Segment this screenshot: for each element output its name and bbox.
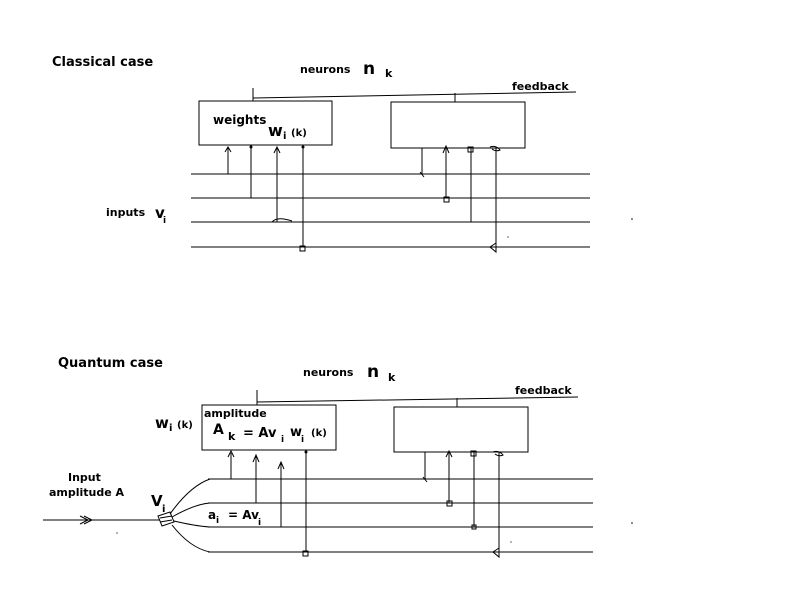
classical-v-symbol: v xyxy=(155,204,165,222)
classical-v-i-subscript: i xyxy=(163,216,166,226)
quantum-stray-dot-2 xyxy=(510,541,512,543)
quantum-weight-arrow-2 xyxy=(252,453,260,463)
quantum-splitter xyxy=(157,511,175,527)
classical-weight-dot-2 xyxy=(249,145,253,149)
quantum-section: Quantum case neurons n k feedback w i (k… xyxy=(43,356,633,559)
quantum-title: Quantum case xyxy=(58,356,163,371)
classical-neuron-connectors xyxy=(419,144,501,254)
quantum-neurons-label: neurons xyxy=(303,366,354,379)
quantum-eq-mid: = Av xyxy=(243,426,277,441)
classical-weight-arrow-3 xyxy=(273,145,281,154)
quantum-amplitude-label: amplitude xyxy=(204,407,267,420)
quantum-eq-i1: i xyxy=(281,435,284,445)
quantum-neuron-end-3 xyxy=(471,524,477,530)
classical-weight-square-4 xyxy=(299,245,306,252)
quantum-input-arrowhead xyxy=(79,515,90,525)
quantum-neuron-connectors xyxy=(422,449,504,559)
quantum-neuron-box xyxy=(393,406,529,453)
quantum-v-symbol: V xyxy=(151,492,163,510)
quantum-feedback-label: feedback xyxy=(515,384,572,397)
classical-w-k: (k) xyxy=(291,128,307,139)
classical-neurons-label: neurons xyxy=(300,63,351,76)
quantum-neuron-arrow-2 xyxy=(445,449,453,458)
quantum-fan-3 xyxy=(173,520,211,528)
quantum-w-symbol: w xyxy=(155,414,169,432)
classical-stray-dot xyxy=(631,218,633,220)
quantum-neuron-mark-1 xyxy=(422,476,428,483)
classical-weight-connectors xyxy=(224,145,306,252)
classical-w-i-subscript: i xyxy=(283,131,286,142)
quantum-neuron-curl-4 xyxy=(492,450,504,457)
classical-inputs-label: inputs xyxy=(106,206,146,219)
quantum-neuron-arrowhead-4 xyxy=(492,547,500,559)
classical-k-subscript: k xyxy=(385,67,393,80)
classical-neuron-square-3 xyxy=(467,146,474,153)
classical-weights-box xyxy=(198,100,333,146)
quantum-fan-4 xyxy=(171,524,211,553)
quantum-eq-i2: i xyxy=(301,435,304,445)
classical-stray-dot-2 xyxy=(507,236,509,238)
classical-neuron-square-2 xyxy=(443,196,450,203)
classical-weight-dot-4 xyxy=(301,145,305,149)
quantum-stray-dot xyxy=(631,522,633,524)
classical-section: Classical case neurons n k feedback weig… xyxy=(52,55,633,254)
quantum-w-k: (k) xyxy=(177,420,193,431)
quantum-eq-kparen: (k) xyxy=(311,428,327,439)
quantum-eq-w: w xyxy=(290,425,302,440)
classical-weights-label: weights xyxy=(213,113,266,127)
classical-neuron-arrow-2 xyxy=(442,144,450,154)
quantum-neuron-square-2 xyxy=(446,500,453,507)
quantum-ai-i2: i xyxy=(258,518,261,528)
quantum-eq-k: k xyxy=(228,430,236,443)
quantum-n-symbol: n xyxy=(367,362,379,382)
quantum-weight-dot-4 xyxy=(304,450,308,454)
quantum-amplitude-box xyxy=(201,404,337,451)
quantum-k-subscript: k xyxy=(388,371,396,384)
quantum-ai-a: a xyxy=(208,508,216,522)
classical-n-symbol: n xyxy=(363,59,375,79)
classical-weight-arrow-1 xyxy=(224,146,232,153)
classical-feedback-line xyxy=(252,91,577,99)
quantum-weight-square-4 xyxy=(302,550,309,557)
quantum-input-arrowhead-2 xyxy=(83,515,94,525)
classical-feedback-label: feedback xyxy=(512,80,569,93)
quantum-ai-i: i xyxy=(216,516,219,526)
quantum-weight-arrow-1 xyxy=(227,449,235,458)
classical-neuron-box xyxy=(390,101,526,149)
quantum-eq-A: A xyxy=(213,422,224,438)
classical-weight-curve-3 xyxy=(271,218,293,223)
quantum-v-i-subscript: i xyxy=(162,504,165,515)
quantum-fan-1 xyxy=(169,478,211,515)
quantum-w-i-subscript: i xyxy=(169,423,172,434)
quantum-input-line1: Input xyxy=(68,471,101,484)
quantum-input-line2: amplitude A xyxy=(49,486,125,499)
classical-w-symbol: w xyxy=(268,121,283,140)
classical-neuron-curl-4 xyxy=(489,145,501,152)
quantum-ai-eq: = Av xyxy=(228,508,259,522)
quantum-fan-2 xyxy=(171,502,211,518)
quantum-stray-dot-3 xyxy=(116,532,118,534)
quantum-weight-connectors xyxy=(227,449,309,557)
quantum-neuron-square-3 xyxy=(470,450,477,457)
classical-neuron-mark-1 xyxy=(419,171,425,178)
quantum-weight-arrow-3 xyxy=(277,460,285,470)
quantum-feedback-line xyxy=(256,396,579,403)
classical-neuron-arrowhead-4 xyxy=(489,242,497,254)
quantum-splitter-hatch xyxy=(159,515,173,523)
classical-title: Classical case xyxy=(52,55,153,70)
